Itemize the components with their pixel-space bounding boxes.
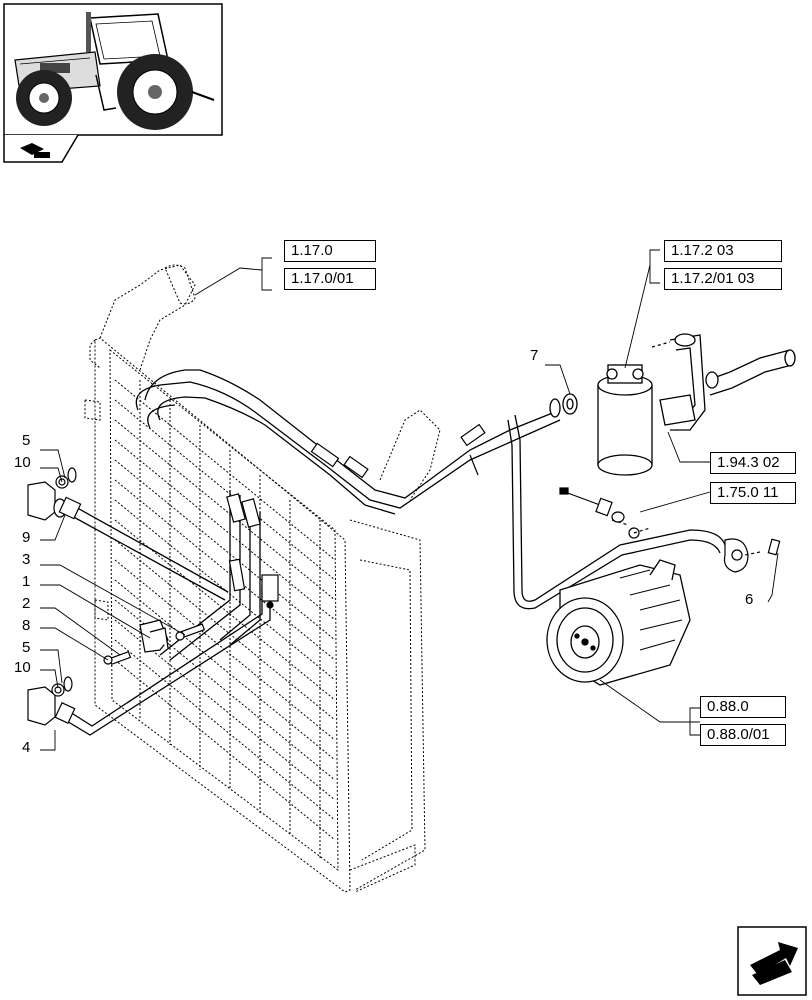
callout-8: 8 [22,617,31,634]
fitting-4 [27,676,76,726]
tractor-thumbnail-icon[interactable] [3,3,223,163]
fitting-6 [628,527,781,573]
ref-box-radiator-2[interactable]: 1.17.0/01 [284,268,376,290]
ref-label: 0.88.0/01 [707,726,770,743]
ref-label: 1.17.2 03 [671,242,734,259]
ref-box-compressor-2[interactable]: 0.88.0/01 [700,724,786,746]
callout-6: 6 [745,591,754,608]
ref-box-receiver-2[interactable]: 1.17.2/01 03 [664,268,782,290]
callout-4: 4 [22,739,31,756]
leader-lines [40,249,779,751]
ref-box-receiver-1[interactable]: 1.17.2 03 [664,240,782,262]
callout-9: 9 [22,529,31,546]
callout-3: 3 [22,551,31,568]
callout-10-bottom: 10 [14,659,31,676]
ref-box-switch[interactable]: 1.75.0 11 [710,482,796,504]
section-marker-icon [20,143,50,158]
ref-label: 1.17.0 [291,242,333,259]
callout-7: 7 [530,347,539,364]
callout-2: 2 [22,595,31,612]
receiver-drier [549,333,796,476]
callout-10-top: 10 [14,454,31,471]
condenser [84,264,441,893]
callout-5-top: 5 [22,432,31,449]
ref-label: 1.17.0/01 [291,270,354,287]
ref-box-line[interactable]: 1.94.3 02 [710,452,796,474]
ref-label: 1.75.0 11 [717,484,779,501]
compressor [546,559,691,686]
ref-label: 0.88.0 [707,698,749,715]
ref-box-radiator-1[interactable]: 1.17.0 [284,240,376,262]
ref-label: 1.94.3 02 [717,454,780,471]
callout-5-bottom: 5 [22,639,31,656]
ref-box-compressor-1[interactable]: 0.88.0 [700,696,786,718]
clamps [226,423,486,609]
refrigerant-lines [64,369,726,736]
next-page-arrow-icon[interactable] [737,926,807,996]
ref-label: 1.17.2/01 03 [671,270,755,287]
fitting-9 [27,467,82,521]
callout-1: 1 [22,573,31,590]
bracket-1 [103,619,206,666]
pressure-switch [559,487,629,526]
